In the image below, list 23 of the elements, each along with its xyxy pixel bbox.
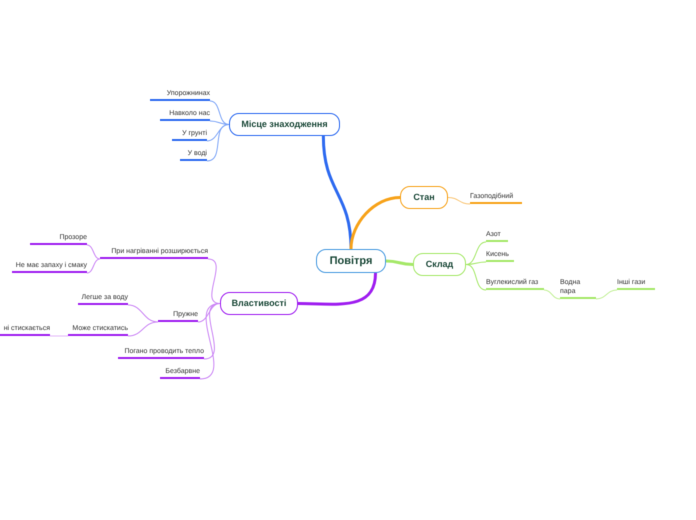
connector-line — [86, 244, 100, 260]
connector-line — [466, 262, 486, 265]
topic-box: Місце знаходження — [229, 113, 340, 136]
connector-line — [198, 303, 220, 322]
connector-line — [200, 303, 220, 380]
topic-box: Склад — [413, 253, 466, 276]
connector-line — [544, 290, 560, 300]
connector-line — [206, 124, 230, 162]
central-topic-box: Повітря — [316, 249, 386, 273]
connector-line — [298, 272, 377, 306]
connector-line — [466, 264, 486, 290]
connector-line — [210, 100, 230, 125]
connector-line — [448, 197, 470, 204]
connector-line — [466, 242, 486, 265]
topic-box: Стан — [400, 186, 448, 209]
connector-line — [128, 322, 158, 336]
connector-line — [86, 258, 100, 274]
topic-box: Властивості — [220, 292, 298, 315]
connector-line — [386, 260, 414, 266]
connector-line — [350, 196, 400, 250]
connector-line — [210, 120, 230, 125]
connector-line — [204, 303, 220, 360]
connector-line — [596, 290, 618, 300]
